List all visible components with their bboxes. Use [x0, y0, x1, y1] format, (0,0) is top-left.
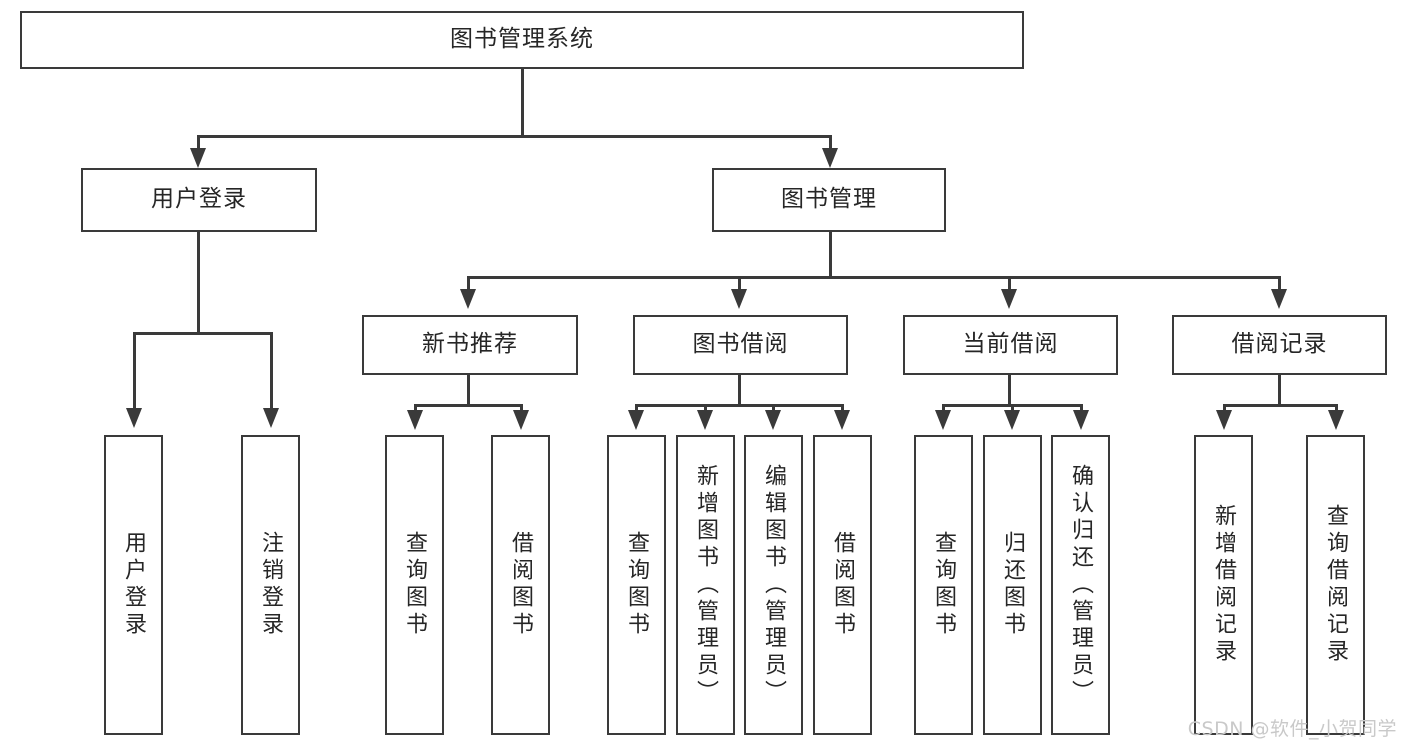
leaf-record-query[interactable]: 查询借阅记录 [1306, 435, 1365, 735]
node-label: 借阅图书 [830, 531, 856, 639]
node-current-borrowing[interactable]: 当前借阅 [903, 315, 1118, 375]
leaf-borrow-edit-book-admin[interactable]: 编辑图书（管理员） [744, 435, 803, 735]
arrowhead-user-login-leaf-1 [126, 408, 142, 428]
node-label: 图书管理 [781, 186, 877, 213]
arrowhead-to-new-book [460, 289, 476, 309]
node-label: 用户登录 [121, 531, 147, 639]
node-label: 图书借阅 [692, 331, 789, 358]
node-label: 注销登录 [258, 531, 284, 639]
arrowhead-to-current-borrow [1001, 289, 1017, 309]
csdn-watermark: CSDN @软件_小贺同学 [1187, 718, 1397, 740]
arrowhead-current-borrow-leaf-1 [935, 410, 951, 430]
connector-to-user-login [197, 135, 200, 157]
leaf-user-login[interactable]: 用户登录 [104, 435, 163, 735]
arrowhead-to-borrow-record [1271, 289, 1287, 309]
node-label: 归还图书 [1000, 531, 1026, 639]
leaf-borrow-query-book[interactable]: 查询图书 [607, 435, 666, 735]
node-label: 查询图书 [402, 531, 428, 639]
leaf-record-add[interactable]: 新增借阅记录 [1194, 435, 1253, 735]
connector-borrow-book-bus [635, 404, 843, 407]
arrowhead-current-borrow-leaf-3 [1073, 410, 1089, 430]
connector-user-login-leaf-2 [270, 332, 273, 415]
connector-to-borrow-book [738, 276, 741, 297]
connector-root-stem [521, 69, 524, 135]
arrowhead-borrow-book-leaf-3 [765, 410, 781, 430]
node-book-management[interactable]: 图书管理 [712, 168, 946, 232]
node-label: 查询借阅记录 [1323, 504, 1349, 666]
leaf-new-book-borrow[interactable]: 借阅图书 [491, 435, 550, 735]
leaf-borrow-borrow-book[interactable]: 借阅图书 [813, 435, 872, 735]
arrowhead-borrow-book-leaf-4 [834, 410, 850, 430]
arrowhead-current-borrow-leaf-2 [1004, 410, 1020, 430]
arrowhead-new-book-leaf-2 [513, 410, 529, 430]
node-new-book-recommendation[interactable]: 新书推荐 [362, 315, 578, 375]
connector-current-borrow-stem [1008, 375, 1011, 405]
connector-user-login-bus [133, 332, 272, 335]
node-label: 图书管理系统 [450, 26, 594, 53]
node-label: 查询图书 [624, 531, 650, 639]
arrowhead-to-borrow-book [731, 289, 747, 309]
leaf-borrow-add-book-admin[interactable]: 新增图书（管理员） [676, 435, 735, 735]
node-label: 当前借阅 [962, 331, 1059, 358]
arrowhead-borrow-record-leaf-2 [1328, 410, 1344, 430]
arrowhead-borrow-book-leaf-1 [628, 410, 644, 430]
arrowhead-new-book-leaf-1 [407, 410, 423, 430]
connector-borrow-book-stem [738, 375, 741, 405]
connector-user-login-stem [197, 232, 200, 333]
node-label: 编辑图书（管理员） [761, 463, 787, 707]
node-label: 用户登录 [151, 186, 247, 213]
node-borrowing-records[interactable]: 借阅记录 [1172, 315, 1387, 375]
connector-to-new-book [467, 276, 470, 297]
leaf-new-book-query[interactable]: 查询图书 [385, 435, 444, 735]
connector-level2-bus [197, 135, 832, 138]
node-label: 借阅记录 [1231, 331, 1328, 358]
connector-user-login-leaf-1 [133, 332, 136, 415]
leaf-current-return-book[interactable]: 归还图书 [983, 435, 1042, 735]
arrowhead-borrow-record-leaf-1 [1216, 410, 1232, 430]
node-label: 新增图书（管理员） [693, 463, 719, 707]
node-book-borrowing[interactable]: 图书借阅 [633, 315, 848, 375]
node-label: 查询图书 [931, 531, 957, 639]
connector-level3-bus [467, 276, 1281, 279]
node-label: 确认归还（管理员） [1068, 463, 1094, 707]
connector-book-management-stem [829, 232, 832, 277]
node-label: 新增借阅记录 [1211, 504, 1237, 666]
connector-to-borrow-record [1278, 276, 1281, 297]
connector-to-current-borrow [1008, 276, 1011, 297]
leaf-current-confirm-return-admin[interactable]: 确认归还（管理员） [1051, 435, 1110, 735]
leaf-logout[interactable]: 注销登录 [241, 435, 300, 735]
connector-new-book-bus [414, 404, 522, 407]
connector-to-book-management [829, 135, 832, 157]
connector-new-book-stem [467, 375, 470, 405]
connector-borrow-record-stem [1278, 375, 1281, 405]
leaf-current-query-book[interactable]: 查询图书 [914, 435, 973, 735]
arrowhead-user-login-leaf-2 [263, 408, 279, 428]
arrowhead-to-book-management [822, 148, 838, 168]
node-user-login[interactable]: 用户登录 [81, 168, 317, 232]
arrowhead-borrow-book-leaf-2 [697, 410, 713, 430]
node-label: 新书推荐 [422, 331, 518, 358]
connector-borrow-record-bus [1223, 404, 1337, 407]
node-root-book-management-system[interactable]: 图书管理系统 [20, 11, 1024, 69]
arrowhead-to-user-login [190, 148, 206, 168]
node-label: 借阅图书 [508, 531, 534, 639]
